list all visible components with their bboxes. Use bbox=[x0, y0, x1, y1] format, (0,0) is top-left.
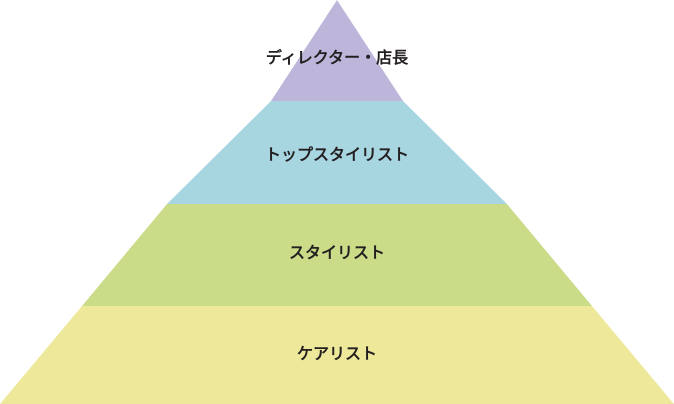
level-label-director: ディレクター・店長 bbox=[265, 48, 409, 67]
level-label-stylist: スタイリスト bbox=[288, 243, 385, 262]
pyramid-level-2 bbox=[167, 101, 507, 204]
level-label-carelist: ケアリスト bbox=[296, 344, 377, 363]
pyramid-level-1 bbox=[271, 0, 403, 101]
level-label-top-stylist: トップスタイリスト bbox=[264, 145, 409, 164]
pyramid-level-3 bbox=[82, 204, 592, 306]
pyramid-level-4 bbox=[0, 306, 674, 404]
